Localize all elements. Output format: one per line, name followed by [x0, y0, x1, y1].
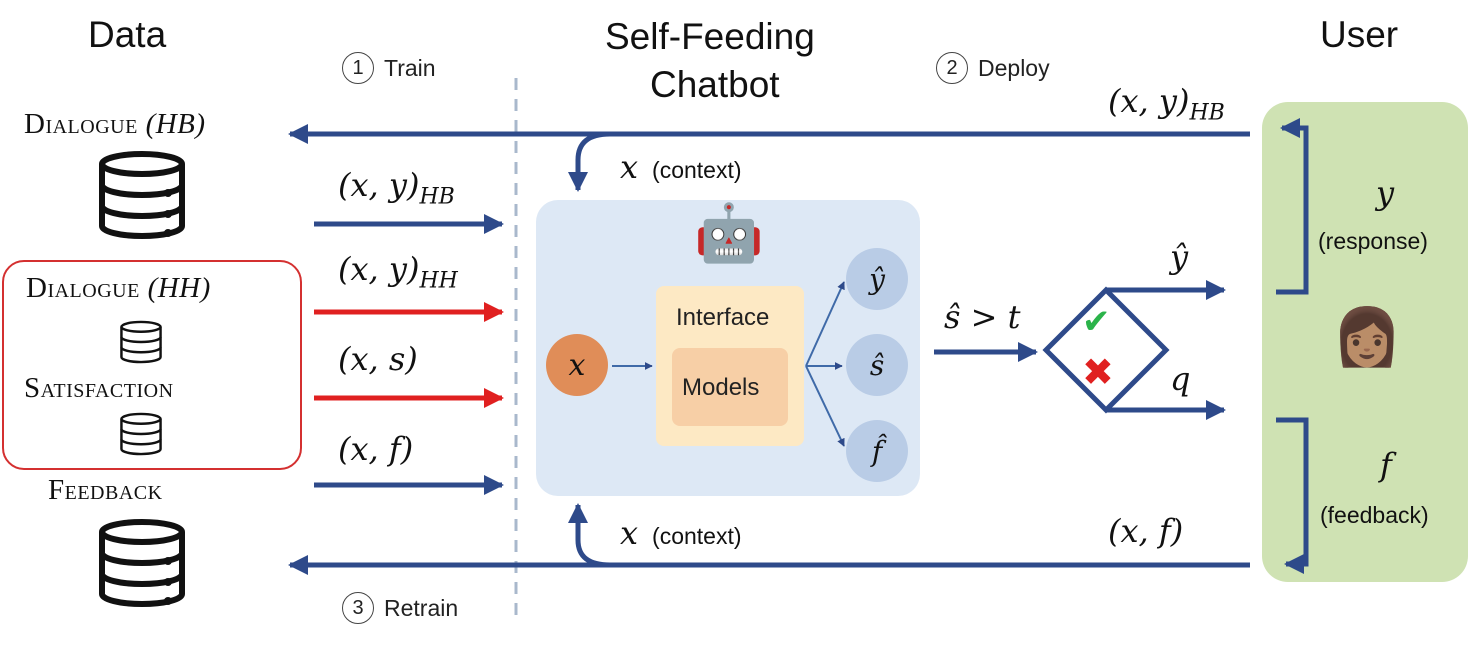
header-data: Data	[88, 14, 167, 55]
output-label: f̂	[871, 434, 883, 468]
user-top-tuple: (x, y)	[1108, 82, 1190, 120]
step-number: 3	[342, 592, 374, 624]
cross-icon: ✖	[1082, 350, 1114, 394]
user-top-sub: HB	[1189, 100, 1225, 126]
train-label-hh: (x, y)HH	[338, 250, 458, 293]
check-icon: ✔	[1082, 302, 1111, 342]
step-number: 2	[936, 52, 968, 84]
train-label-s: (x, s)	[338, 340, 418, 378]
dataset-satisfaction: Satisfaction	[24, 372, 174, 404]
dataset-tag: (HH)	[147, 272, 211, 304]
interface-label: Interface	[676, 304, 770, 331]
decision-yes-output: ŷ	[1170, 238, 1189, 276]
step-train: 1 Train	[342, 52, 436, 84]
user-bottom-label: (x, f)	[1108, 512, 1184, 550]
dataset-dialogue-hb: Dialogue (HB)	[24, 108, 206, 141]
output-shat-node: ŝ	[846, 334, 908, 396]
dataset-dialogue-hh: Dialogue (HH)	[26, 272, 211, 305]
database-icon	[120, 412, 162, 456]
models-box	[672, 348, 788, 426]
input-x-node: x	[546, 334, 608, 396]
train-label-f: (x, f)	[338, 430, 414, 468]
dataset-feedback: Feedback	[48, 474, 163, 506]
header-chatbot-line1: Self-Feeding	[605, 16, 815, 57]
step-label: Deploy	[978, 54, 1050, 81]
header-chatbot-line2: Chatbot	[650, 64, 780, 105]
arrow-to-fhat	[805, 365, 845, 447]
feedback-text: (feedback)	[1320, 502, 1429, 528]
context-var: x	[620, 514, 639, 552]
database-icon	[99, 519, 185, 607]
feedback-bracket	[1276, 417, 1309, 574]
header-user: User	[1320, 14, 1399, 55]
step-number: 1	[342, 52, 374, 84]
step-retrain: 3 Retrain	[342, 592, 458, 624]
arrow-context-top	[568, 131, 611, 192]
response-bracket	[1276, 118, 1309, 295]
user-panel	[1262, 102, 1468, 582]
context-text: (context)	[652, 523, 742, 549]
dataset-tag: (HB)	[145, 108, 206, 140]
arrow-context-bottom	[568, 503, 611, 568]
train-sub: HH	[419, 268, 458, 294]
step-deploy: 2 Deploy	[936, 52, 1050, 84]
train-sub: HB	[419, 184, 455, 210]
models-label: Models	[682, 374, 760, 401]
arrow-to-yhat	[805, 281, 845, 367]
dataset-name: Dialogue	[26, 272, 140, 304]
step-label: Train	[384, 54, 436, 81]
input-x-label: x	[568, 347, 586, 383]
context-var: x	[620, 148, 639, 186]
context-text: (context)	[652, 157, 742, 183]
output-fhat-node: f̂	[846, 420, 908, 482]
decision-no-output: q	[1170, 360, 1191, 398]
robot-icon: 🤖	[694, 201, 764, 266]
decision-condition: ŝ > t	[944, 298, 1021, 336]
output-label: ŝ	[869, 348, 885, 382]
step-label: Retrain	[384, 594, 459, 621]
dataset-name: Dialogue	[24, 108, 138, 140]
context-label-top: x (context)	[620, 148, 742, 186]
train-label: (x, y)	[338, 166, 420, 204]
feedback-var: f	[1380, 446, 1392, 484]
train-label: (x, y)	[338, 250, 420, 288]
context-label-bottom: x (context)	[620, 514, 742, 552]
new-datasets-highlight	[2, 260, 302, 470]
user-avatar-icon: 👩🏽	[1332, 305, 1402, 370]
response-var: y	[1376, 174, 1395, 212]
database-icon	[99, 151, 185, 239]
response-text: (response)	[1318, 228, 1428, 254]
output-yhat-node: ŷ	[846, 248, 908, 310]
train-label-hb: (x, y)HB	[338, 166, 455, 209]
database-icon	[120, 320, 162, 364]
output-label: ŷ	[869, 262, 885, 296]
user-top-label: (x, y)HB	[1108, 82, 1225, 125]
